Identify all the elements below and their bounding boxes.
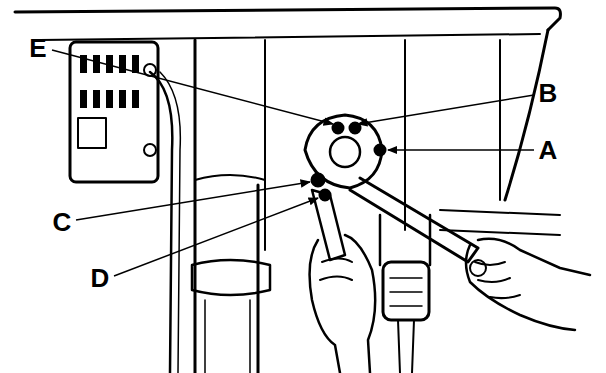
motor (70, 42, 158, 182)
column (194, 40, 197, 373)
column (257, 185, 260, 373)
finger (475, 262, 520, 298)
callout-letter: B (539, 80, 558, 106)
motor-bolt (144, 144, 156, 156)
motor-plate (78, 118, 106, 148)
column-top (195, 175, 265, 180)
lever (440, 210, 560, 235)
power-cord (150, 72, 172, 373)
vent (93, 55, 100, 73)
vent (80, 90, 87, 108)
callout-letter: C (53, 209, 72, 235)
head-panel (404, 40, 406, 230)
head-top (15, 8, 560, 30)
callout-letter: D (91, 265, 110, 291)
wrench-jaw (330, 137, 360, 167)
right-hand (466, 239, 590, 330)
wrench-head (305, 115, 382, 188)
head-edge (40, 34, 540, 40)
column-shading (205, 300, 250, 373)
vent (119, 90, 126, 108)
chuck (383, 262, 429, 320)
finger (320, 259, 352, 281)
leader-line (388, 149, 534, 151)
callout-letter: A (539, 137, 558, 163)
leader-line (114, 198, 318, 276)
vent (132, 55, 139, 73)
chuck-grip (390, 278, 422, 306)
column-collar (192, 260, 270, 295)
vent (106, 90, 113, 108)
drill-bit (398, 320, 414, 373)
left-hand (310, 235, 376, 373)
power-cord (160, 72, 180, 373)
thumb (470, 260, 486, 276)
callout-letter: E (29, 35, 46, 61)
leader-line (358, 95, 534, 124)
bolt-e (333, 123, 343, 133)
head-side (505, 30, 548, 200)
leader-line (52, 50, 333, 124)
wrench-handle (350, 178, 478, 262)
vent (132, 90, 139, 108)
vent (93, 90, 100, 108)
head-panel (499, 40, 501, 200)
bolt-a (375, 145, 385, 155)
bolt-c (312, 174, 324, 186)
vent (119, 55, 126, 73)
second-wrench (312, 190, 345, 260)
